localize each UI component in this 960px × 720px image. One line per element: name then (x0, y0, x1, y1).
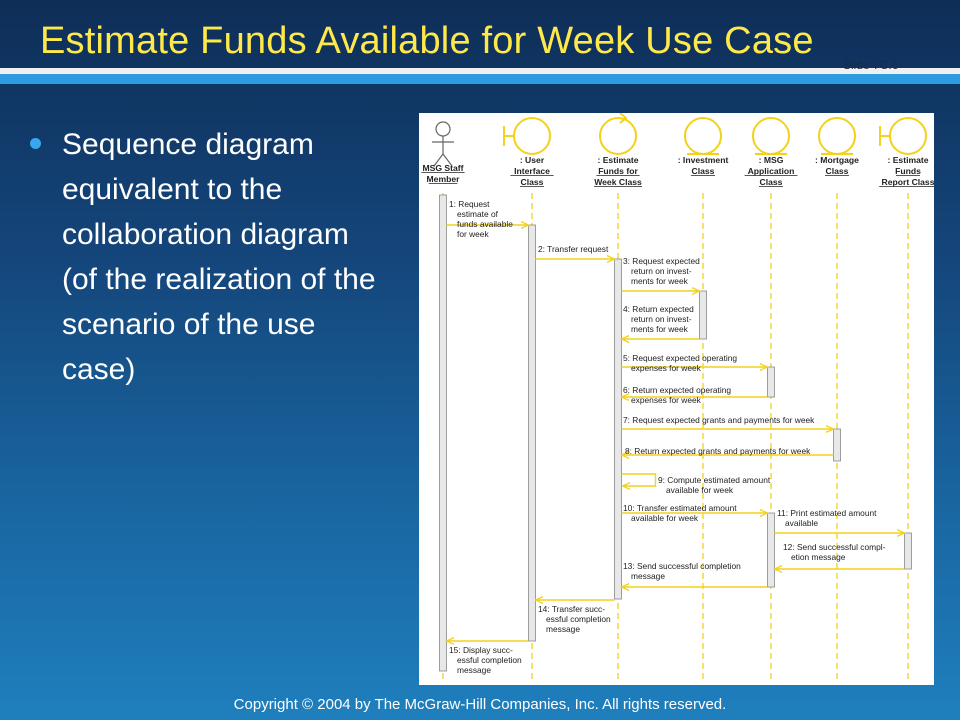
participant-label: Application (748, 166, 795, 176)
participant-label: Member (427, 174, 461, 184)
message-label: expenses for week (631, 363, 702, 373)
message-label: return on invest- (631, 266, 692, 276)
participant-label: Class (692, 166, 715, 176)
participant-label: Class (760, 177, 783, 187)
message-label: 10: Transfer estimated amount (623, 503, 737, 513)
message-label: 7: Request expected grants and payments … (623, 415, 815, 425)
message-label: 9: Compute estimated amount (658, 475, 771, 485)
bullet-marker (30, 138, 41, 149)
message-label: 12: Send successful compl- (783, 542, 886, 552)
activation-bar (439, 194, 447, 672)
activation-bar (614, 258, 622, 600)
message-label: essful completion (546, 614, 611, 624)
participant-label: : Mortgage (815, 155, 859, 165)
copyright-footer: Copyright © 2004 by The McGraw-Hill Comp… (233, 696, 727, 713)
message-label: 13: Send successful completion (623, 561, 741, 571)
participant-label: Week Class (594, 177, 642, 187)
participant-label: Class (521, 177, 544, 187)
participant-label: : Estimate (597, 155, 638, 165)
participant-label: : Investment (678, 155, 729, 165)
activation-bar (904, 532, 912, 570)
activation-bar (528, 224, 536, 642)
participant-label: : User (520, 155, 545, 165)
message-2: 2: Transfer request (535, 244, 615, 259)
message-label: 14: Transfer succ- (538, 604, 605, 614)
participant-label: : Estimate (887, 155, 928, 165)
message-label: return on invest- (631, 314, 692, 324)
message-label: available for week (666, 485, 734, 495)
slide-number: Slide 7C.6 (843, 58, 899, 72)
bullet-text: Sequence diagram equivalent to the colla… (62, 128, 376, 386)
activation-bar (699, 290, 707, 340)
participant-label: Class (826, 166, 849, 176)
activation-bar (767, 366, 775, 398)
message-label: 11: Print estimated amount (777, 508, 877, 518)
message-label: 5: Request expected operating (623, 353, 737, 363)
message-label: estimate of (457, 209, 499, 219)
message-label: available (785, 518, 818, 528)
message-label: message (631, 571, 665, 581)
activation-bar (833, 428, 841, 462)
participant-label: MSG Staff (422, 163, 463, 173)
message-label: 6: Return expected operating (623, 385, 731, 395)
message-label: essful completion (457, 655, 522, 665)
activation-bar (767, 512, 775, 588)
message-label: 8: Return expected grants and payments f… (625, 446, 811, 456)
slide-title: Estimate Funds Available for Week Use Ca… (40, 20, 814, 62)
message-label: ments for week (631, 324, 689, 334)
participant-label: Funds (895, 166, 921, 176)
message-label: etion message (791, 552, 846, 562)
message-label: 1: Request (449, 199, 490, 209)
message-label: 15: Display succ- (449, 645, 513, 655)
message-label: 3: Request expected (623, 256, 700, 266)
title-rule-blue (0, 74, 960, 84)
message-12: 12: Send successful compl-etion message (775, 542, 905, 569)
title-rule-white (0, 68, 960, 74)
participant-label: : MSG (759, 155, 784, 165)
message-label: for week (457, 229, 489, 239)
message-label: available for week (631, 513, 699, 523)
message-label: funds available (457, 219, 513, 229)
message-14: 14: Transfer succ-essful completionmessa… (536, 600, 615, 634)
message-7: 7: Request expected grants and payments … (621, 415, 834, 429)
message-15: 15: Display succ-essful completionmessag… (447, 641, 529, 675)
participant-label: Report Class (881, 177, 934, 187)
message-8: 8: Return expected grants and payments f… (622, 446, 834, 456)
message-label: 2: Transfer request (538, 244, 609, 254)
participant-label: Interface (514, 166, 550, 176)
message-label: 4: Return expected (623, 304, 694, 314)
message-label: message (457, 665, 491, 675)
participant-label: Funds for (598, 166, 638, 176)
message-label: message (546, 624, 580, 634)
message-label: ments for week (631, 276, 689, 286)
message-label: expenses for week (631, 395, 702, 405)
